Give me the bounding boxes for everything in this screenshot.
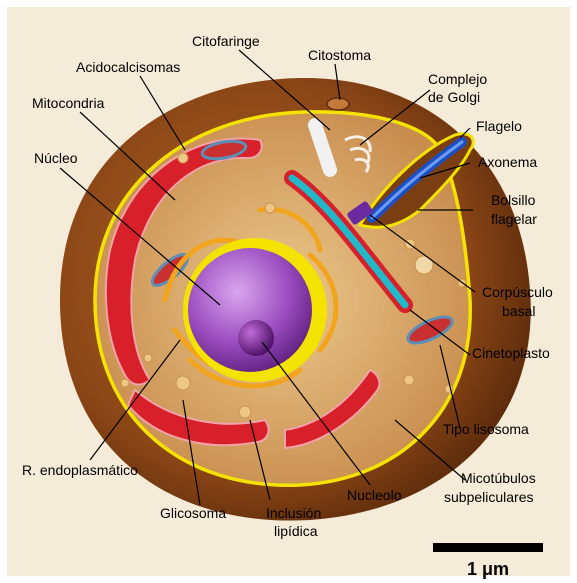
label-corpusculo-2: basal [502,303,535,319]
label-complejo-golgi-2: de Golgi [428,89,480,105]
label-axonema: Axonema [478,154,537,170]
scale-bar [433,543,543,552]
label-acidocalcisomas: Acidocalcisomas [76,59,180,75]
label-bolsillo-1: Bolsillo [491,192,536,208]
label-corpusculo-1: Corpúsculo [482,284,553,300]
label-tipo-lisosoma: Tipo lisosoma [443,421,529,437]
label-glicosoma: Glicosoma [160,505,226,521]
label-citostoma: Citostoma [308,47,371,63]
label-bolsillo-2: flagelar [491,211,537,227]
label-r-endoplasmatico: R. endoplasmático [22,462,138,478]
label-nucleolo: Nucleolo [347,487,402,503]
label-cinetoplasto: Cinetoplasto [472,345,550,361]
label-micotubulos-2: subpeliculares [444,489,534,505]
label-mitocondria: Mitocondria [32,95,105,111]
label-flagelo: Flagelo [476,118,522,134]
label-complejo-golgi-1: Complejo [428,71,487,87]
label-inclusion-2: lipídica [274,523,318,539]
label-inclusion-1: Inclusión [266,505,321,521]
label-micotubulos-1: Micotúbulos [461,470,536,486]
cytostome-shape [327,98,349,110]
scale-bar-label: 1 μm [467,559,509,579]
label-citofaringe: Citofaringe [192,33,260,49]
label-nucleo: Núcleo [34,150,78,166]
